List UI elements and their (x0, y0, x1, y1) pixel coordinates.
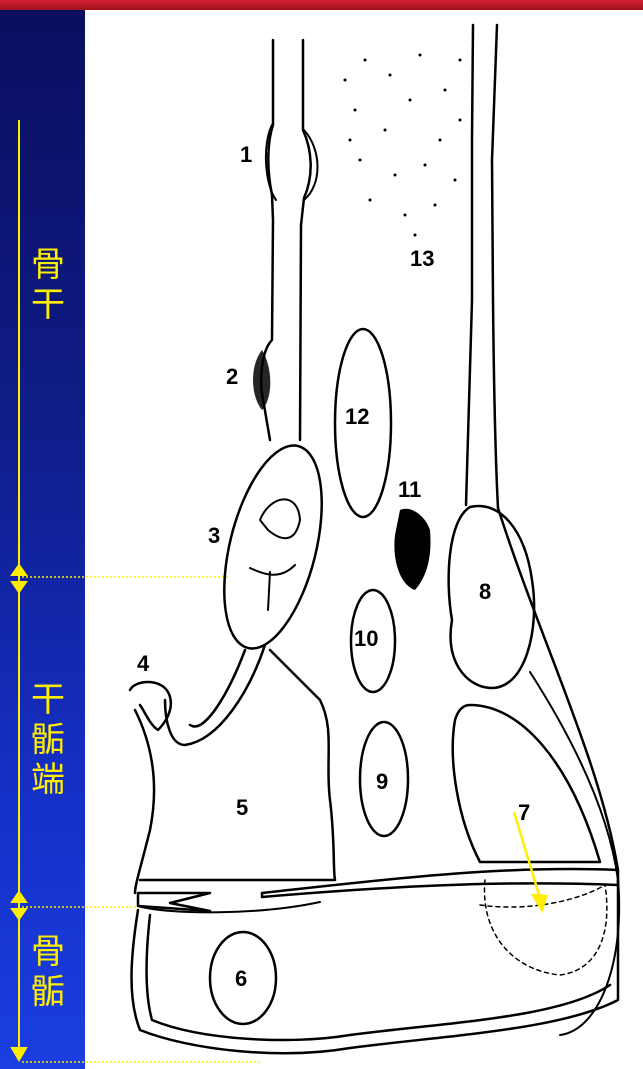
boundary-lines (22, 577, 260, 1062)
epiphysis-arrow-down (12, 1048, 26, 1060)
lesion-3-shape (206, 436, 340, 659)
lesion-11-patch (394, 509, 430, 590)
lesion-7-extension (484, 880, 606, 975)
label-11: 11 (398, 477, 421, 502)
label-3: 3 (208, 523, 220, 548)
label-9: 9 (376, 769, 388, 794)
label-1: 1 (240, 142, 252, 167)
diaphysis-arrow-down (12, 565, 26, 575)
label-12: 12 (345, 404, 369, 429)
label-10: 10 (354, 626, 378, 651)
lesion-8-shape (449, 506, 534, 688)
metaphysis-arrow-up (12, 582, 26, 592)
epiphysis-arrow-up (12, 909, 26, 919)
epiphysis-outline (132, 880, 619, 1053)
label-13: 13 (410, 246, 434, 271)
label-8: 8 (479, 579, 491, 604)
right-cortex-outer (492, 25, 498, 508)
right-cortex-inner (466, 25, 473, 505)
left-cortex-inner (300, 40, 311, 440)
label-2: 2 (226, 364, 238, 389)
label-4: 4 (137, 651, 150, 676)
label-5: 5 (236, 795, 248, 820)
lesion-4-stalk (165, 645, 265, 745)
lesion-13-stipple (344, 54, 462, 237)
lesion-5-shape (140, 650, 335, 880)
label-7: 7 (518, 800, 530, 825)
region-scale (12, 120, 26, 1060)
lesion-2-patch (253, 350, 270, 410)
metaphysis-arrow-down (12, 892, 26, 902)
label-6: 6 (235, 966, 247, 991)
